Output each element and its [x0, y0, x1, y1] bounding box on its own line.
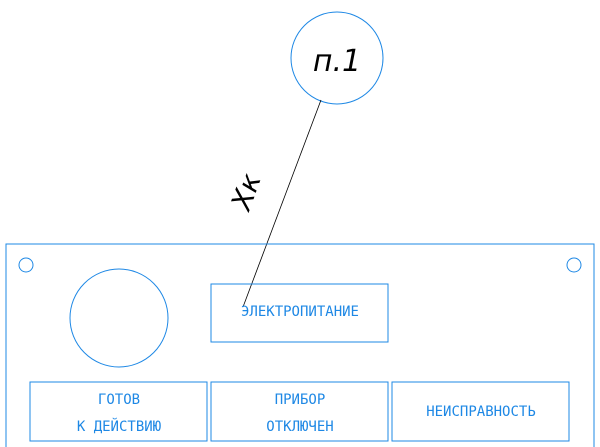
power-indicator-frame: [210, 283, 389, 343]
ready-indicator: ГОТОВ К ДЕЙСТВИЮ: [29, 381, 208, 442]
ready-indicator-label-line1: ГОТОВ: [98, 392, 140, 408]
callout-circle: [290, 11, 384, 105]
fault-indicator: НЕИСПРАВНОСТЬ: [391, 381, 570, 442]
callout-bubble: п.1: [290, 11, 384, 105]
device-off-indicator-label-line1: ПРИБОР: [275, 392, 326, 408]
mounting-hole-left: [18, 257, 34, 273]
callout-label: п.1: [313, 44, 361, 79]
device-off-indicator-label-line2: ОТКЛЮЧЕН: [266, 419, 333, 435]
panel-outline: [5, 243, 595, 447]
round-indicator: [69, 268, 169, 368]
ready-indicator-frame: [29, 381, 208, 442]
power-indicator-label: ЭЛЕКТРОПИТАНИЕ: [241, 304, 359, 320]
fault-indicator-frame: [391, 381, 570, 442]
leader-mark: Хк: [224, 169, 268, 216]
power-indicator: ЭЛЕКТРОПИТАНИЕ: [210, 283, 389, 343]
device-off-indicator-frame: [210, 381, 389, 442]
leader-line: [242, 99, 322, 308]
device-off-indicator: ПРИБОР ОТКЛЮЧЕН: [210, 381, 389, 442]
fault-indicator-label: НЕИСПРАВНОСТЬ: [426, 404, 536, 420]
front-panel: ЭЛЕКТРОПИТАНИЕ ГОТОВ К ДЕЙСТВИЮ ПРИБОР О…: [5, 243, 595, 447]
ready-indicator-label-line2: К ДЕЙСТВИЮ: [77, 417, 162, 435]
mounting-hole-right: [566, 257, 582, 273]
leader: Хк: [224, 99, 322, 308]
